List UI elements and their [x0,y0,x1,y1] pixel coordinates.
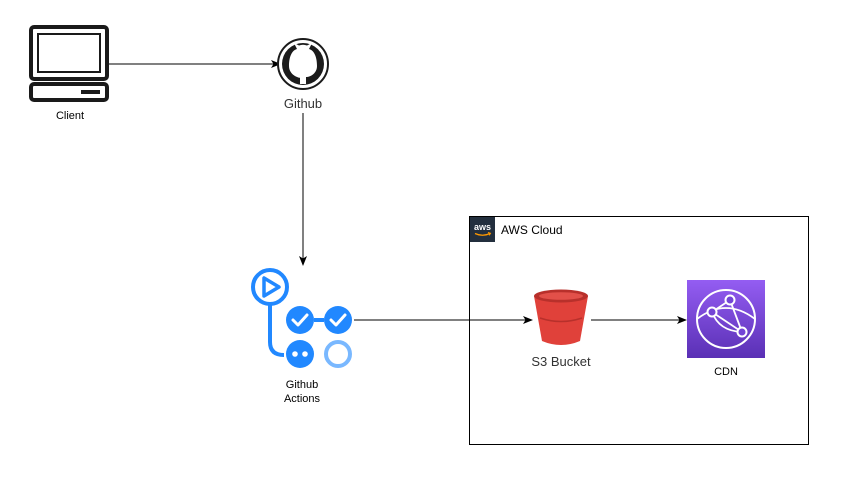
aws-cloud-label: AWS Cloud [501,223,563,237]
aws-logo-text: aws [474,222,491,232]
github-actions-label-line1: Github [286,379,318,391]
github-label: Github [284,96,322,111]
client-label: Client [56,110,84,122]
desktop-computer-icon [29,25,109,102]
s3-bucket-node[interactable]: S3 Bucket [531,289,591,370]
s3-bucket-icon [534,289,588,345]
github-actions-label-line2: Actions [284,393,321,405]
s3-bucket-label: S3 Bucket [531,354,591,369]
github-octocat-icon [277,38,329,90]
aws-cloud-border [469,216,809,445]
cdn-node[interactable]: CDN [687,280,765,378]
cloudfront-cdn-icon [687,280,765,358]
cdn-label: CDN [714,366,738,378]
edges [108,60,687,324]
client-node[interactable]: Client [29,25,109,122]
aws-cloud-group[interactable]: aws AWS Cloud [469,216,809,445]
github-actions-workflow-icon [251,268,352,368]
aws-logo-icon: aws [470,217,495,242]
github-actions-node[interactable]: Github Actions [251,268,352,405]
github-node[interactable]: Github [277,38,329,111]
